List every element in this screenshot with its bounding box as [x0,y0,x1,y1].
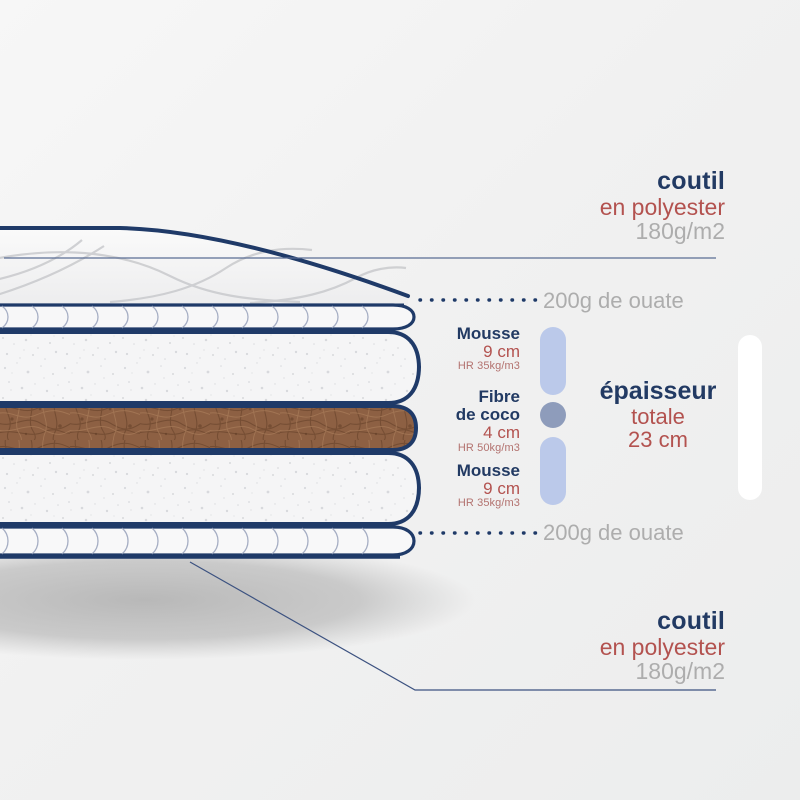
layer-1-name-line1: Fibre [478,387,520,406]
callout-layer-mousse-top: Mousse 9 cm HR 35kg/m3 [400,324,520,373]
callout-coutil-bottom: coutil en polyester 180g/m2 [600,608,725,683]
coutil-bottom-title: coutil [657,607,725,635]
leader-coutil-bottom [189,561,716,691]
layer-0-name: Mousse [456,324,520,343]
callout-ouate-top: 200g de ouate [543,288,684,313]
layer-1-thickness: 4 cm [483,423,520,443]
callout-coutil-top: coutil en polyester 180g/m2 [600,168,725,243]
layer-2-thickness: 9 cm [483,479,520,499]
layer-indicator-mousse-bottom [540,437,566,505]
layer-indicator-coco [540,402,566,428]
coutil-bottom-material: en polyester [599,633,725,660]
floor-shadow [0,540,475,660]
layer-1-name-line2: de coco [455,405,520,425]
layer-foam-top [0,330,421,405]
layer-2-density: HR 35kg/m3 [457,497,520,510]
layer-bottom-wadding [0,525,416,559]
layer-coco-fibre [0,404,418,452]
layer-0-thickness: 9 cm [483,342,520,362]
coutil-top-weight: 180g/m2 [635,217,725,244]
total-label: épaisseur [599,377,717,405]
coutil-bottom-weight: 180g/m2 [635,657,725,684]
layer-2-name: Mousse [456,461,520,480]
layer-1-density: HR 50kg/m3 [457,441,520,454]
layer-0-density: HR 35kg/m3 [457,360,520,373]
layer-top-wadding [0,303,416,331]
layer-indicator-mousse-top [540,327,566,395]
callout-total-thickness: épaisseur totale 23 cm [588,378,728,452]
callout-layer-coco: Fibre de coco 4 cm HR 50kg/m3 [400,387,520,454]
total-value: 23 cm [628,427,688,453]
layer-top-cover [0,226,410,307]
coutil-top-material: en polyester [599,193,725,220]
layer-foam-bottom [0,451,421,526]
total-thickness-indicator-bar [738,335,762,500]
callout-layer-mousse-bottom: Mousse 9 cm HR 35kg/m3 [400,461,520,510]
callout-ouate-bottom: 200g de ouate [543,520,684,545]
coutil-top-title: coutil [657,167,725,195]
total-sublabel: totale [631,403,685,429]
